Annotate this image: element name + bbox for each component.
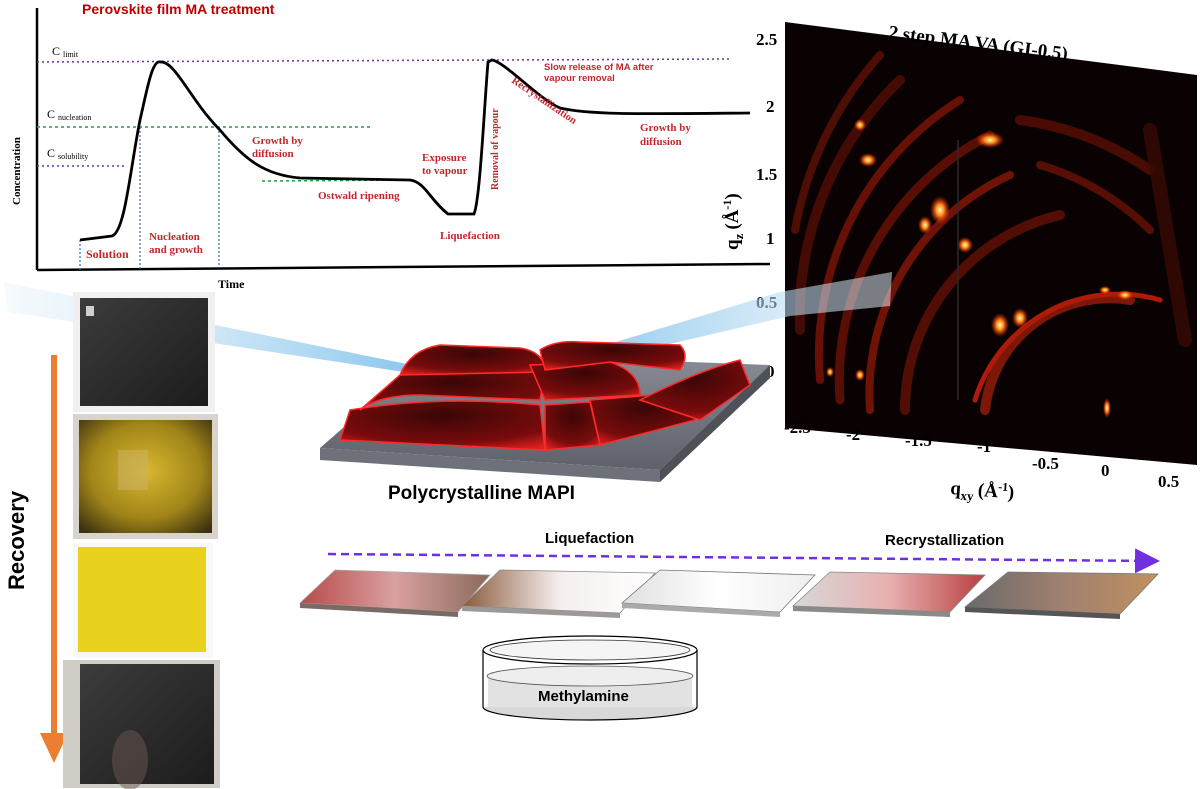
giwaxs-x-tick-3: -1.5 xyxy=(905,431,932,450)
film-slab-1 xyxy=(299,569,491,617)
film-photo-1 xyxy=(73,292,215,412)
giwaxs-y-tick-2: 2 xyxy=(766,97,775,116)
recovery-label: Recovery xyxy=(4,490,29,590)
giwaxs-panel: 2 step MA VA (GI-0.5) 2.5 2 1.5 1 0.5 0 … xyxy=(720,22,1197,506)
stage-nucleation-1: Nucleation xyxy=(149,231,200,243)
ostwald-level-line xyxy=(261,179,413,182)
stage-growth-2b: diffusion xyxy=(640,136,682,148)
film-slab-2 xyxy=(461,569,656,618)
stage-growth-1b: diffusion xyxy=(252,148,294,160)
film-slab-5 xyxy=(963,571,1159,619)
giwaxs-x-tick-7: 0.5 xyxy=(1158,472,1179,491)
concentration-curve-panel: Perovskite film MA treatment Concentrati… xyxy=(11,1,771,291)
giwaxs-y-tick-4: 1 xyxy=(766,229,775,248)
giwaxs-x-tick-1: -2.5 xyxy=(784,418,811,437)
giwaxs-x-tick-4: -1 xyxy=(977,437,991,456)
giwaxs-y-tick-3: 1.5 xyxy=(756,165,777,184)
recovery-arrow-head xyxy=(40,733,68,763)
giwaxs-x-tick-5: -0.5 xyxy=(1032,454,1059,473)
giwaxs-x-axis-label: qxy(Å-1) xyxy=(949,476,1015,506)
process-liquefaction-label: Liquefaction xyxy=(545,530,634,547)
stage-exposure-b: to vapour xyxy=(422,165,468,177)
stage-solution: Solution xyxy=(86,247,129,261)
giwaxs-x-tick-6: 0 xyxy=(1101,461,1110,480)
c-limit-line xyxy=(36,58,731,63)
stage-growth-2a: Growth by xyxy=(640,122,691,134)
process-arrow xyxy=(327,548,1160,574)
methylamine-dish: Methylamine xyxy=(482,635,698,721)
giwaxs-y-axis-label: qz(Å-1) xyxy=(720,193,746,250)
film-photo-3 xyxy=(73,543,213,658)
curve-x-axis xyxy=(36,262,771,272)
film-photo-4 xyxy=(63,660,220,789)
film-photo-2 xyxy=(73,414,218,539)
stage-liquefaction: Liquefaction xyxy=(440,230,500,242)
stage-nucleation-2: and growth xyxy=(149,244,203,256)
giwaxs-y-tick-6: 0 xyxy=(766,362,775,381)
process-recrystallization-label: Recrystallization xyxy=(885,532,1004,549)
process-sequence: Liquefaction Recrystallization xyxy=(299,530,1160,721)
recovery-sequence: Recovery xyxy=(4,292,220,789)
curve-title: Perovskite film MA treatment xyxy=(82,1,275,17)
film-label: Polycrystalline MAPI xyxy=(388,483,575,504)
curve-x-axis-label: Time xyxy=(218,277,245,291)
film-slab-3 xyxy=(620,569,816,617)
giwaxs-x-tick-2: -2 xyxy=(846,425,860,444)
stage-growth-1a: Growth by xyxy=(252,135,303,147)
crystal-grains xyxy=(338,340,751,451)
concentration-curve xyxy=(79,58,751,242)
stage-slow-release-a: Slow release of MA after xyxy=(544,62,654,73)
stage-removal: Removal of vapour xyxy=(490,108,501,190)
stage-exposure-a: Exposure xyxy=(422,152,467,164)
giwaxs-y-tick-1: 2.5 xyxy=(756,30,777,49)
polycrystalline-film: Polycrystalline MAPI xyxy=(320,340,770,504)
film-slab-4 xyxy=(792,571,986,617)
stage-ostwald: Ostwald ripening xyxy=(318,190,400,202)
curve-y-axis-label: Concentration xyxy=(11,137,23,205)
dish-label: Methylamine xyxy=(538,688,629,705)
stage-slow-release-b: vapour removal xyxy=(544,73,615,84)
